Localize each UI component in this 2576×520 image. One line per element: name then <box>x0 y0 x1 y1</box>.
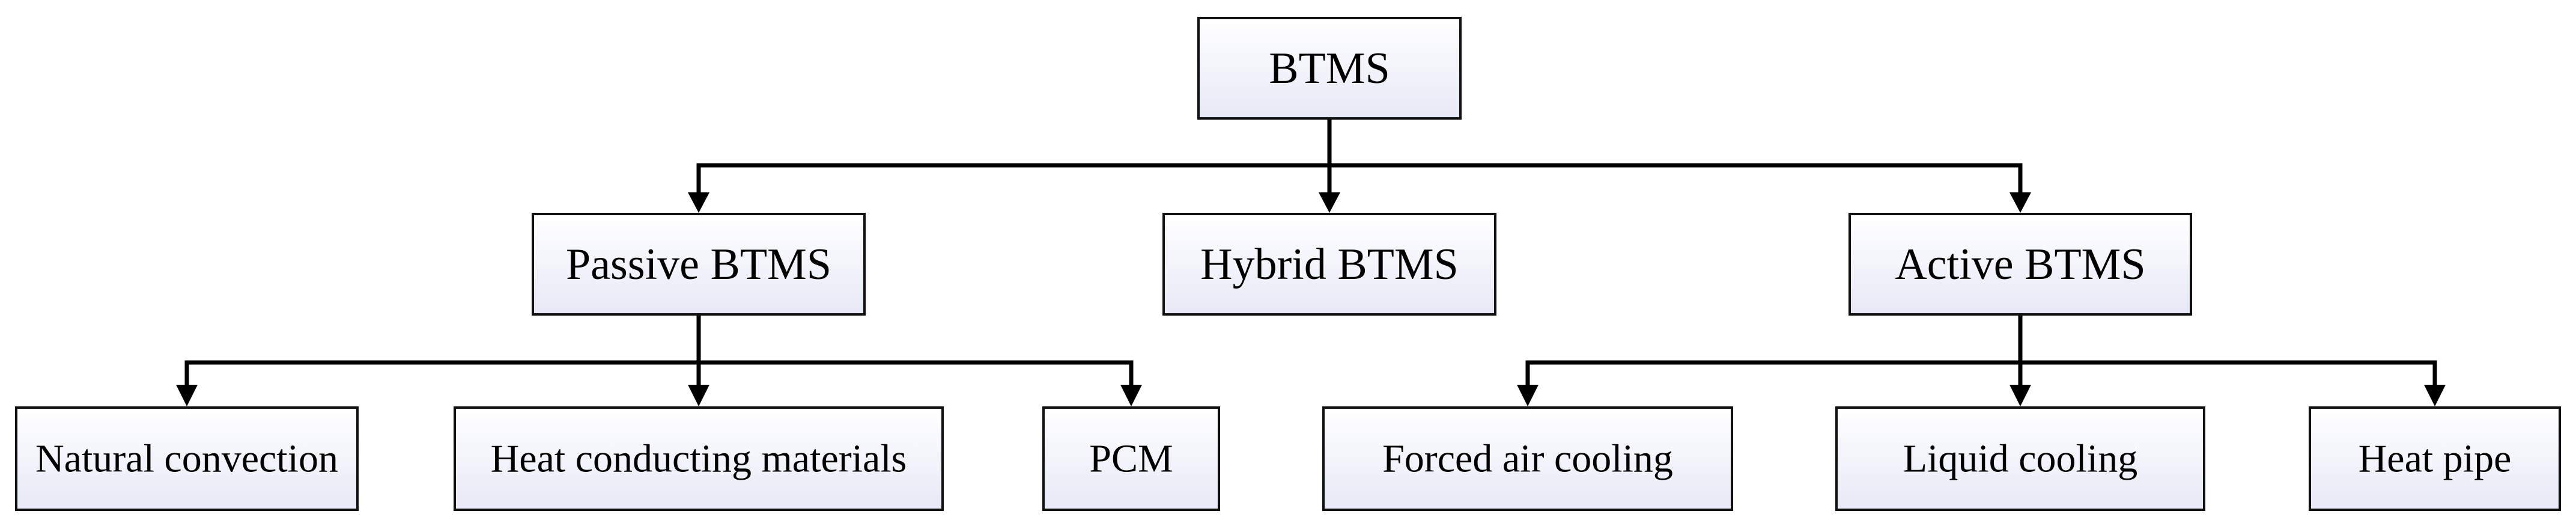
node-hybrid-btms-label: Hybrid BTMS <box>1200 240 1459 289</box>
node-btms: BTMS <box>1197 17 1462 120</box>
node-liquid-cooling-label: Liquid cooling <box>1903 437 2137 481</box>
node-natural-convection: Natural convection <box>15 406 359 511</box>
node-btms-label: BTMS <box>1269 44 1390 93</box>
node-passive-btms-label: Passive BTMS <box>566 240 831 289</box>
node-pcm: PCM <box>1042 406 1220 511</box>
node-pcm-label: PCM <box>1089 437 1173 481</box>
arrowhead-hybrid <box>1319 192 1340 213</box>
arrowhead-heat-pipe <box>2424 385 2446 406</box>
arrowhead-pcm <box>1120 385 1142 406</box>
node-liquid-cooling: Liquid cooling <box>1835 406 2205 511</box>
node-passive-btms: Passive BTMS <box>532 213 866 316</box>
node-heat-conducting-materials-label: Heat conducting materials <box>491 437 907 481</box>
arrowhead-active <box>2009 192 2031 213</box>
arrowhead-liquid <box>2009 385 2031 406</box>
arrowhead-forced-air <box>1517 385 1539 406</box>
node-active-btms: Active BTMS <box>1848 213 2192 316</box>
node-forced-air-cooling: Forced air cooling <box>1322 406 1733 511</box>
arrowhead-natural <box>176 385 198 406</box>
arrowhead-heat-conducting <box>688 385 709 406</box>
node-heat-pipe: Heat pipe <box>2309 406 2561 511</box>
node-heat-pipe-label: Heat pipe <box>2359 437 2512 481</box>
node-hybrid-btms: Hybrid BTMS <box>1162 213 1496 316</box>
node-natural-convection-label: Natural convection <box>35 437 338 481</box>
arrowhead-passive <box>688 192 709 213</box>
node-forced-air-cooling-label: Forced air cooling <box>1382 437 1673 481</box>
connectors-passive <box>176 312 1142 406</box>
node-heat-conducting-materials: Heat conducting materials <box>454 406 944 511</box>
connectors-active <box>1517 312 2446 406</box>
node-active-btms-label: Active BTMS <box>1895 240 2145 289</box>
connectors-level-1 <box>688 116 2031 213</box>
